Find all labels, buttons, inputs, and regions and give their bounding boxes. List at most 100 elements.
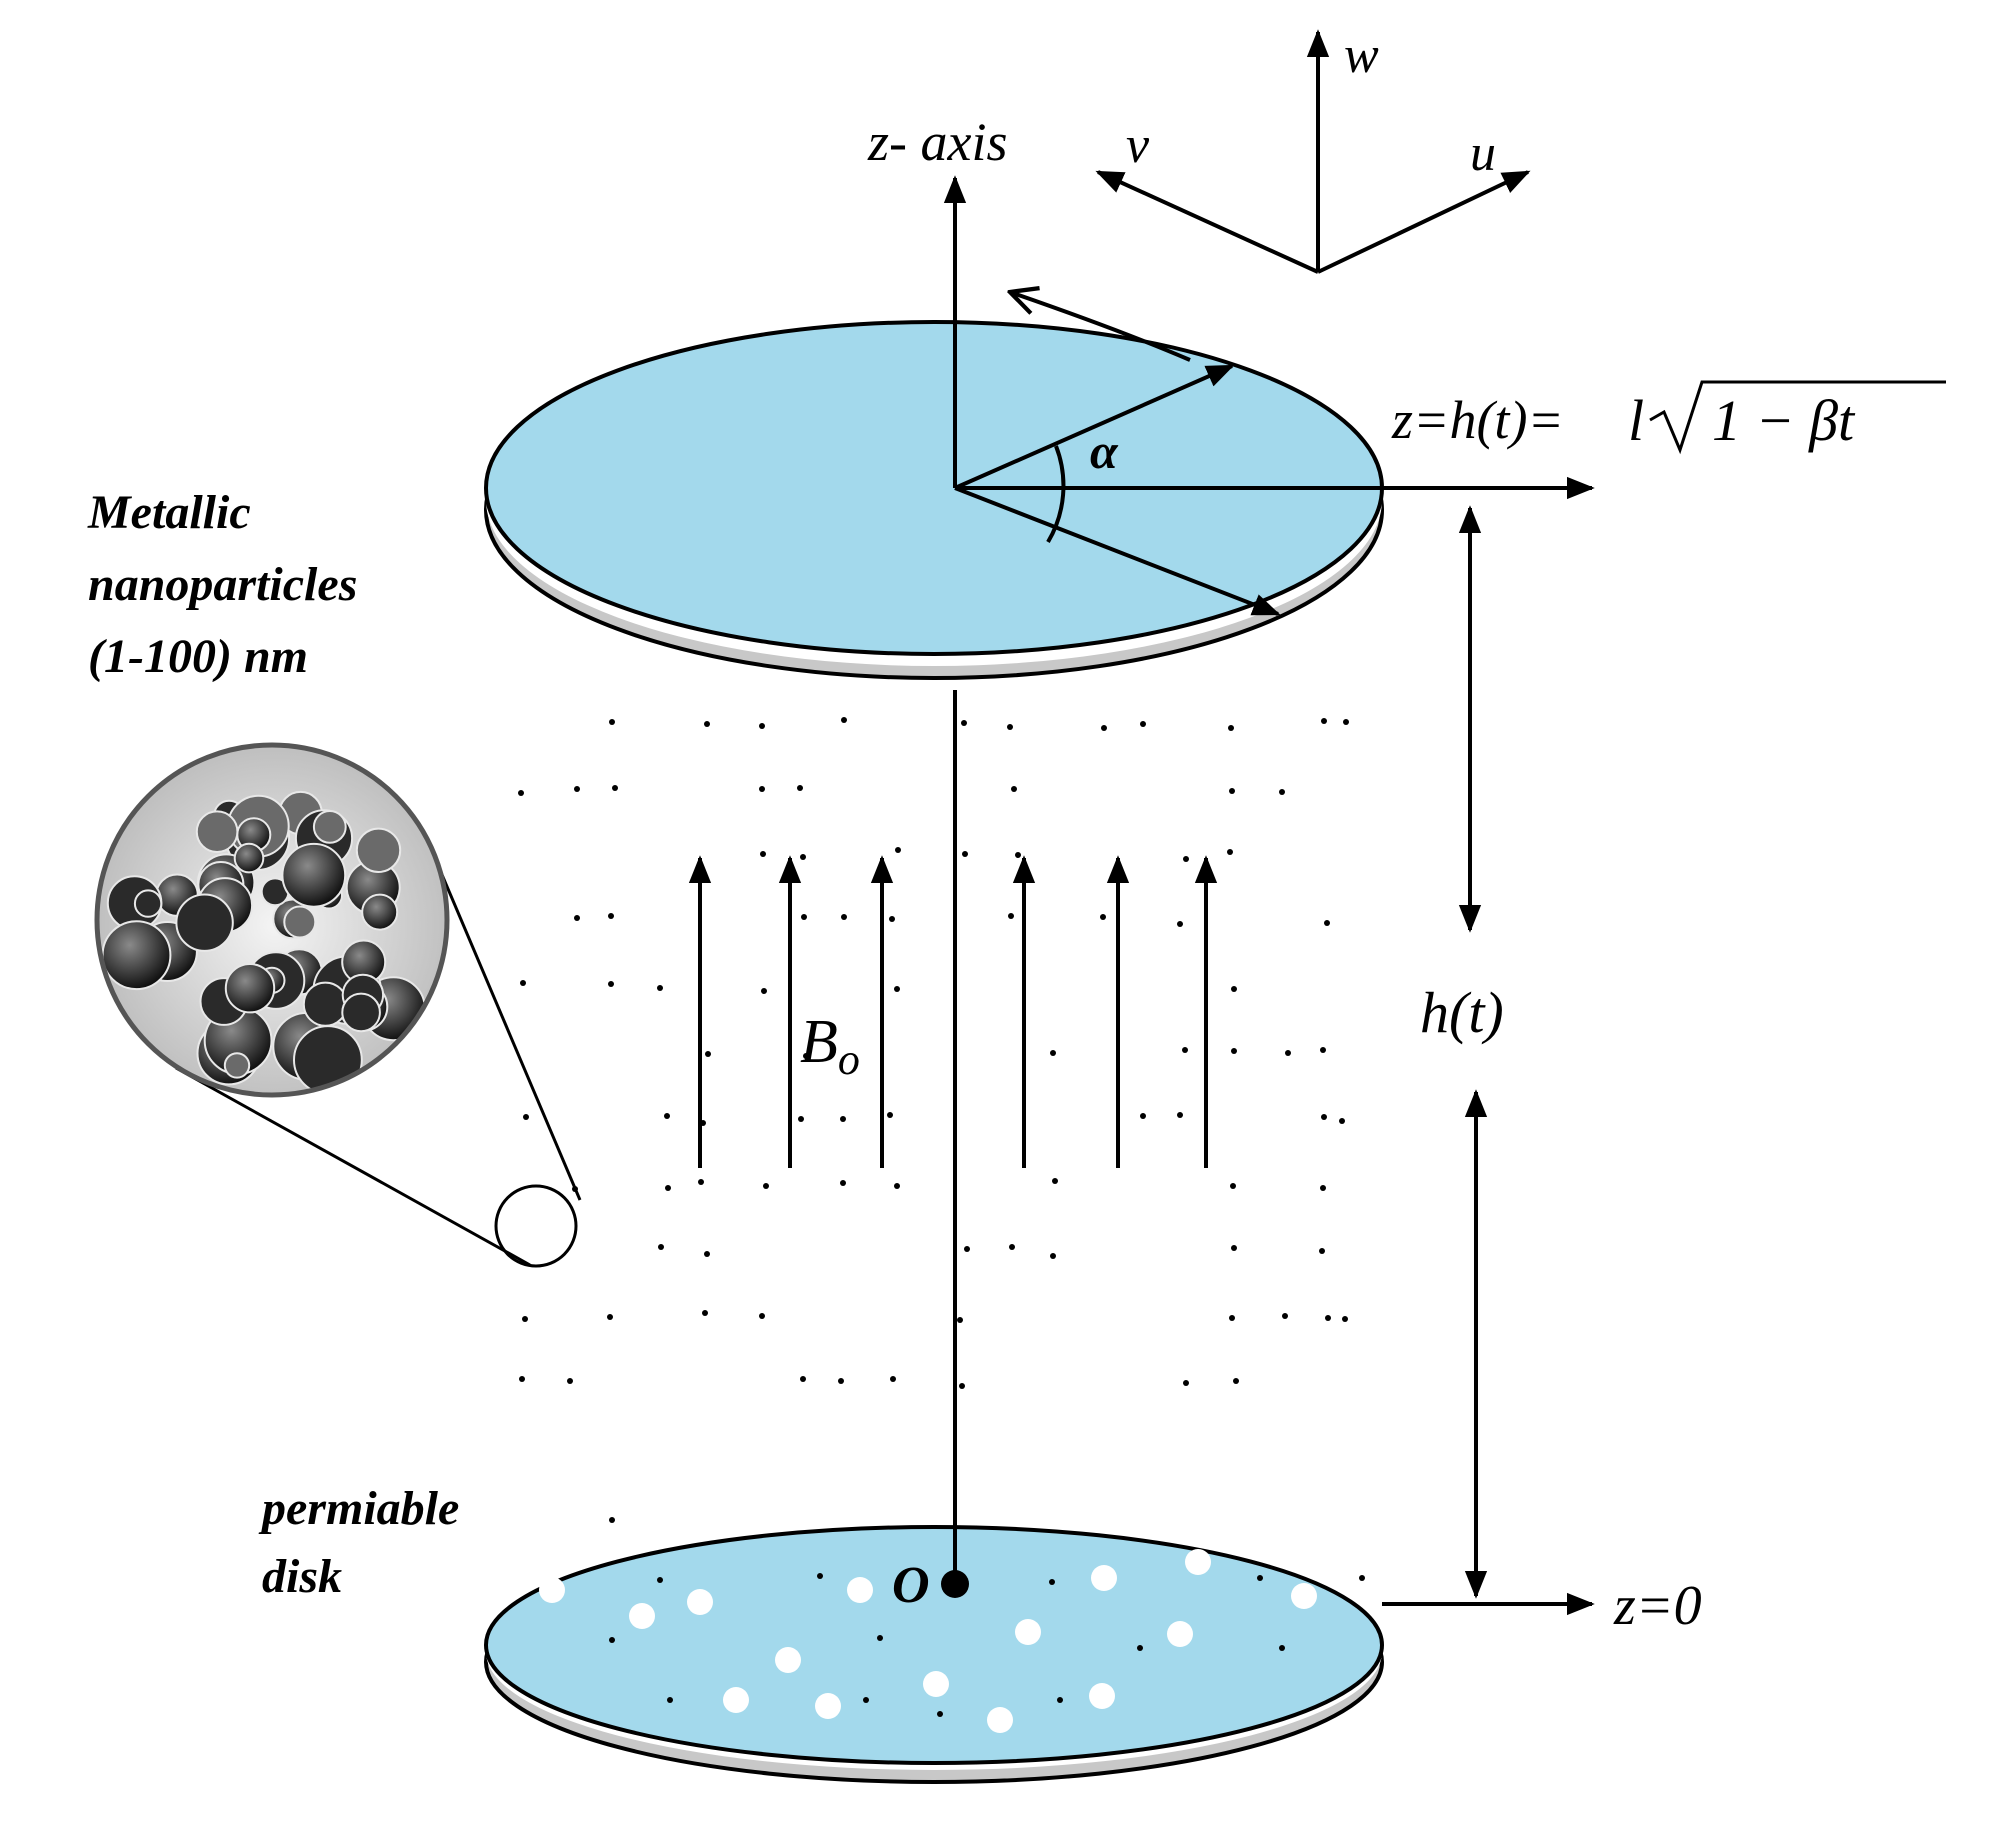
fluid-dot [608,913,614,919]
fluid-dot [1321,718,1327,724]
fluid-dot [1285,1050,1291,1056]
fluid-dot [801,914,807,920]
disk-dot [863,1697,869,1703]
z-top-prefix: z=h(t)= [1391,390,1564,450]
fluid-dot [1140,721,1146,727]
fluid-dot [1228,725,1234,731]
disk-dot [877,1635,883,1641]
disk-dot [1049,1579,1055,1585]
zoom-line-upper [438,869,582,1201]
fluid-dot [1282,1313,1288,1319]
fluid-dot [800,854,806,860]
fluid-dot [961,720,967,726]
pore-dot [1089,1683,1115,1709]
nanoparticle-dot [195,810,239,854]
alpha-arc [1046,445,1066,544]
disk-dot [1257,1575,1263,1581]
fluid-dot [1233,1378,1239,1384]
nanoparticle-dot [341,992,381,1033]
disk-surface-dots [609,1517,1365,1717]
fluid-dot [567,1378,573,1384]
w-label: w [1344,27,1379,84]
fluid-dot [1319,1248,1325,1254]
fluid-dot [1011,786,1017,792]
fluid-dot [803,1053,809,1059]
disk-dot [1137,1645,1143,1651]
nanoparticle-dot [281,842,347,908]
fluid-dot [658,1244,664,1250]
nanoparticle-dot [233,842,265,874]
pore-dot [629,1603,655,1629]
fluid-dot [1324,920,1330,926]
fluid-dot [519,1376,525,1382]
fluid-dot [840,1116,846,1122]
nanoparticle-inset [94,742,582,1268]
zoom-line-lower [175,1066,531,1267]
fluid-dot [895,847,901,853]
pore-dot [923,1671,949,1697]
permiable-label-line2: disk [262,1550,342,1603]
fluid-dot [1183,856,1189,862]
pore-dot [847,1577,873,1603]
pore-dot [747,1453,773,1479]
disk-dot [667,1697,673,1703]
pore-dot [1291,1583,1317,1609]
fluid-dot [1140,1113,1146,1119]
fluid-dot [841,914,847,920]
fluid-dot [798,1116,804,1122]
fluid-dot [574,786,580,792]
fluid-dot [1177,1112,1183,1118]
fluid-dot [840,1180,846,1186]
fluid-dot [702,1310,708,1316]
zoom-source-circle [494,1184,578,1268]
pore-dot [1152,1481,1178,1507]
pore-dot [1052,1487,1078,1513]
fluid-dot [1229,1315,1235,1321]
fluid-dot [1183,1380,1189,1386]
fluid-dot [1320,1047,1326,1053]
pore-dot [723,1687,749,1713]
fluid-dot [607,1314,613,1320]
disk-pores [539,1439,1317,1733]
fluid-dot [612,785,618,791]
radial-vector-lower [954,486,1281,616]
nanoparticle-dot [101,920,172,991]
disk-dot [609,1637,615,1643]
fluid-dot [520,980,526,986]
pore-dot [987,1707,1013,1733]
disk-dot [1057,1697,1063,1703]
fluid-dot [1320,1185,1326,1191]
fluid-dot [1231,1048,1237,1054]
z-axis-label: z- axis [867,112,1007,172]
fluid-dot [1008,913,1014,919]
u-label: u [1470,125,1496,182]
nanoparticle-dot [223,1052,251,1079]
pore-dot [1091,1565,1117,1591]
fluid-dot [1182,1047,1188,1053]
disk-dot [937,1711,943,1717]
nanoparticle-dot [133,889,163,918]
fluid-dot [1015,852,1021,858]
fluid-dot [1227,849,1233,855]
fluid-dot [959,1383,965,1389]
fluid-dot [1230,1183,1236,1189]
fluid-dot [1279,789,1285,795]
nanoparticle-dot [355,827,402,873]
fluid-dot [1052,1178,1058,1184]
sqrt-sign-icon [1649,380,1946,455]
fluid-dot [964,1246,970,1252]
pore-dot [539,1577,565,1603]
fluid-dot [1339,1118,1345,1124]
pore-dot [1235,1497,1261,1523]
fluid-dot [574,915,580,921]
fluid-dot [797,785,803,791]
gap-height-dimension: h(t) [1420,505,1504,1599]
fluid-dot [1100,914,1106,920]
nanoparticle-micrograph-icon [97,745,447,1095]
metallic-label-line1: Metallic [87,486,251,539]
z-top-radicand: 1 − βt [1712,388,1856,453]
fluid-dot [1177,921,1183,927]
fluid-dot [759,723,765,729]
